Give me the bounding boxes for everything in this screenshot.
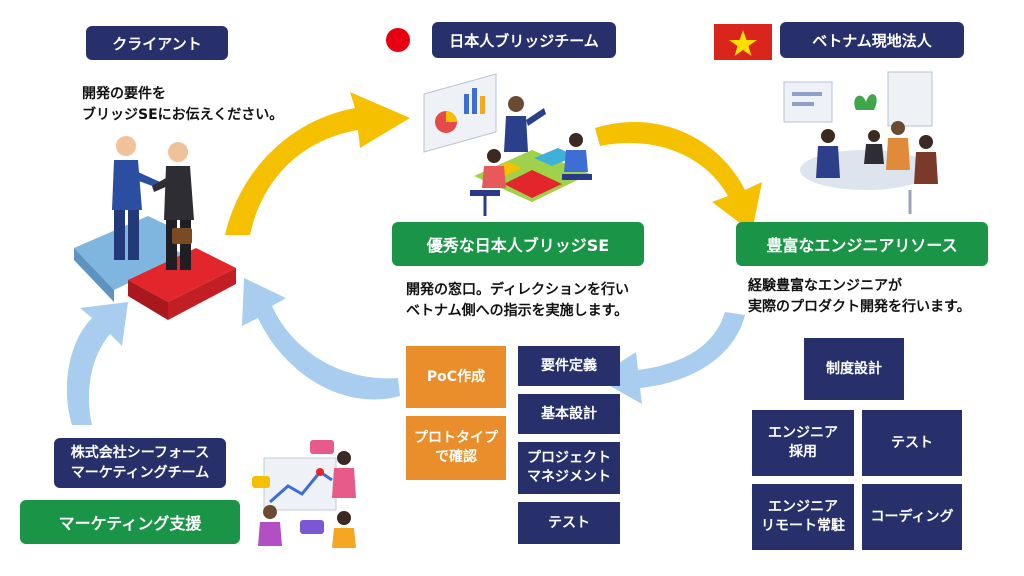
japan-bridge-se-label: 優秀な日本人ブリッジSE xyxy=(392,222,644,266)
vietnam-flag-icon xyxy=(714,24,772,60)
japan-flag-icon xyxy=(386,28,410,52)
poc-box: PoC作成 xyxy=(406,346,506,408)
marketing-support-label: マーケティング支援 xyxy=(20,500,240,544)
meeting-illustration xyxy=(423,73,592,216)
handshake-puzzle-illustration xyxy=(74,136,236,320)
project-management-box: プロジェクト マネジメント xyxy=(518,442,620,494)
remote-engineer-box: エンジニア リモート常駐 xyxy=(752,484,854,550)
blue-arrow-marketing-to-client xyxy=(66,302,128,425)
blue-arrow-vietnam-to-japan xyxy=(596,312,745,404)
yellow-arrow-client-to-japan xyxy=(225,92,410,235)
vietnam-header: ベトナム現地法人 xyxy=(780,22,964,58)
client-description: 開発の要件を ブリッジSEにお伝えください。 xyxy=(82,86,284,123)
team-office-illustration xyxy=(783,71,938,214)
japan-test-box: テスト xyxy=(518,502,620,544)
blue-arrow-japan-to-client xyxy=(242,278,400,400)
marketing-team-label: 株式会社シーフォース マーケティングチーム xyxy=(54,438,226,488)
client-header: クライアント xyxy=(86,26,228,60)
prototype-box: プロトタイプ で確認 xyxy=(406,416,506,480)
vietnam-engineer-resource-label: 豊富なエンジニアリソース xyxy=(736,222,988,266)
requirements-box: 要件定義 xyxy=(518,346,620,386)
vietnam-test-box: テスト xyxy=(862,410,962,476)
yellow-arrow-japan-to-vietnam xyxy=(595,121,762,232)
japan-team-header: 日本人ブリッジチーム xyxy=(432,22,616,58)
japan-description: 開発の窓口。ディレクションを行い ベトナム側への指示を実施します。 xyxy=(406,282,630,319)
coding-box: コーディング xyxy=(862,484,962,550)
marketing-illustration xyxy=(252,440,356,548)
system-design-box: 制度設計 xyxy=(804,338,904,400)
basic-design-box: 基本設計 xyxy=(518,394,620,434)
engineer-recruitment-box: エンジニア 採用 xyxy=(752,410,854,476)
vietnam-description: 経験豊富なエンジニアが 実際のプロダクト開発を行います。 xyxy=(748,278,971,315)
